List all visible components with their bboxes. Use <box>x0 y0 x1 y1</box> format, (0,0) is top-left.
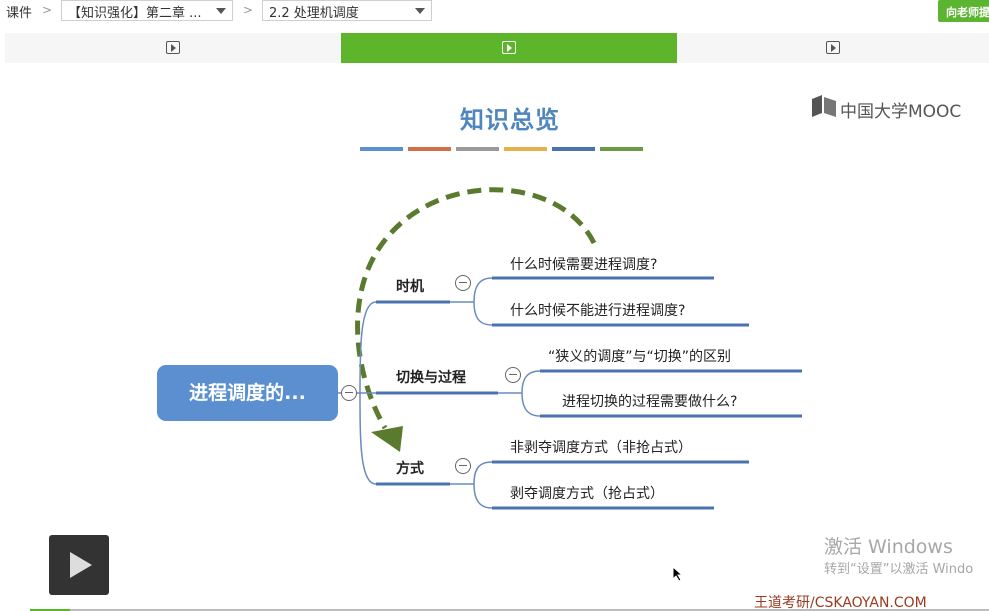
collapse-branch-mode-icon <box>455 458 471 474</box>
leaf-label: 什么时候不能进行进程调度? <box>510 303 686 319</box>
chapter-select-value: 【知识强化】第二章 ... <box>68 6 202 21</box>
section-select-value: 2.2 处理机调度 <box>269 6 359 21</box>
mooc-logo-text: 中国大学MOOC <box>840 102 962 122</box>
section-select[interactable]: 2.2 处理机调度 <box>262 0 432 21</box>
collapse-branch-timing-icon <box>455 275 471 291</box>
title-color-bar <box>504 147 547 151</box>
play-icon <box>166 41 180 54</box>
branch-label-switch-process: 切换与过程 <box>396 370 466 386</box>
mindmap-root-node: 进程调度的... <box>157 365 338 421</box>
mouse-cursor-icon <box>672 566 684 582</box>
windows-activate-hint: 转到“设置”以激活 Windo <box>824 562 974 577</box>
unit-tabs <box>5 33 989 63</box>
breadcrumb: 课件 > 【知识强化】第二章 ... > 2.2 处理机调度 向老师提 <box>0 0 989 24</box>
play-button[interactable] <box>49 535 109 595</box>
title-color-bar <box>552 147 595 151</box>
progress-track[interactable] <box>30 609 989 611</box>
tab-video-3[interactable] <box>677 33 989 63</box>
ask-teacher-button[interactable]: 向老师提 <box>938 0 989 22</box>
chapter-select[interactable]: 【知识强化】第二章 ... <box>61 0 233 21</box>
breadcrumb-root[interactable]: 课件 <box>6 6 33 21</box>
title-color-bar <box>600 147 643 151</box>
leaf-label: 什么时候需要进程调度? <box>510 257 658 273</box>
mooc-logo-icon <box>812 95 836 117</box>
play-icon <box>826 41 840 54</box>
tab-video-1[interactable] <box>5 33 341 63</box>
leaf-label: 剥夺调度方式（抢占式） <box>510 486 664 502</box>
title-color-bar <box>456 147 499 151</box>
breadcrumb-separator-icon: > <box>243 3 254 17</box>
chevron-down-icon <box>216 8 226 14</box>
title-color-bar <box>360 147 403 151</box>
collapse-branch-switch-icon <box>505 367 521 383</box>
breadcrumb-separator-icon: > <box>42 3 53 17</box>
branch-label-timing: 时机 <box>396 279 424 295</box>
leaf-label: 非剥夺调度方式（非抢占式） <box>510 440 692 456</box>
leaf-label: 进程切换的过程需要做什么? <box>562 394 738 410</box>
slide-title: 知识总览 <box>460 106 560 134</box>
chevron-down-icon <box>415 8 425 14</box>
mooc-logo: 中国大学MOOC <box>812 95 962 122</box>
progress-fill <box>30 609 70 611</box>
arrow-head-icon <box>371 426 403 452</box>
leaf-label: “狭义的调度”与“切换”的区别 <box>548 349 732 365</box>
collapse-root-icon <box>341 385 357 401</box>
windows-activate-title: 激活 Windows <box>824 536 953 558</box>
watermark: 王道考研/CSKAOYAN.COM <box>754 595 927 611</box>
play-icon <box>502 41 516 54</box>
branch-label-mode: 方式 <box>396 461 424 477</box>
tab-video-2[interactable] <box>341 33 677 63</box>
title-color-bar <box>408 147 451 151</box>
